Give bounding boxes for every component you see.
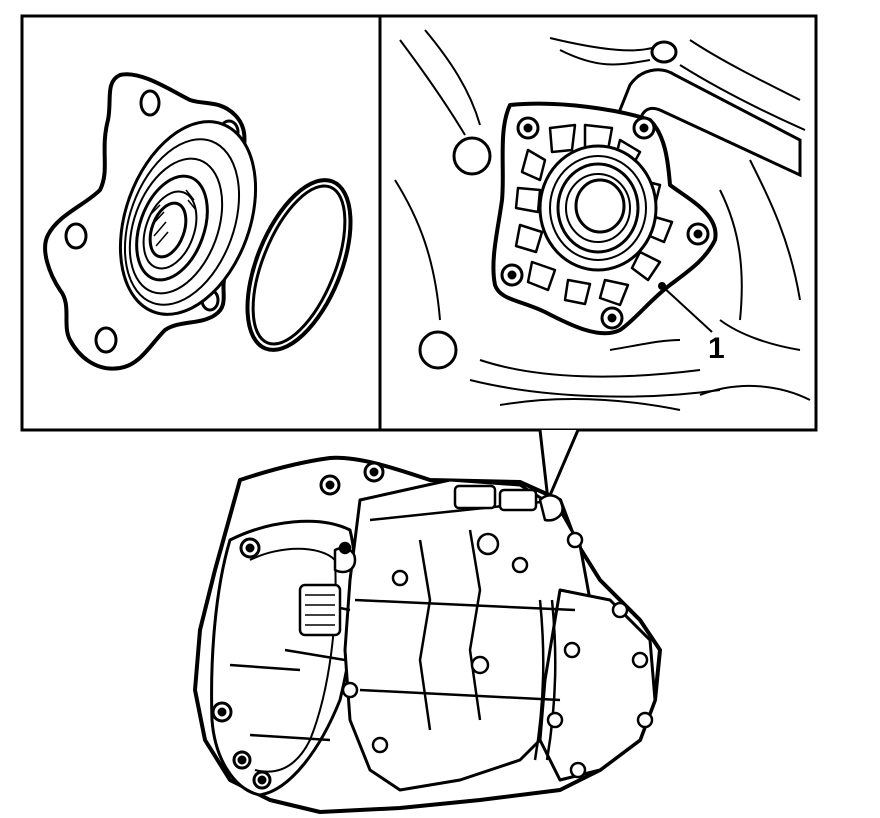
boss-left-lower: [418, 330, 458, 370]
right-inset-panel: 1: [378, 14, 818, 432]
callout-label: 1: [708, 332, 725, 365]
left-inset-panel: [20, 14, 382, 432]
gearbox-assembly: [193, 455, 662, 814]
housing-background-lines: [394, 29, 811, 411]
bearing-housing: [491, 101, 718, 336]
boss-left-upper: [452, 136, 492, 176]
bearing-flange: [43, 72, 258, 371]
callout-leader: [658, 282, 713, 333]
o-ring: [245, 178, 353, 352]
